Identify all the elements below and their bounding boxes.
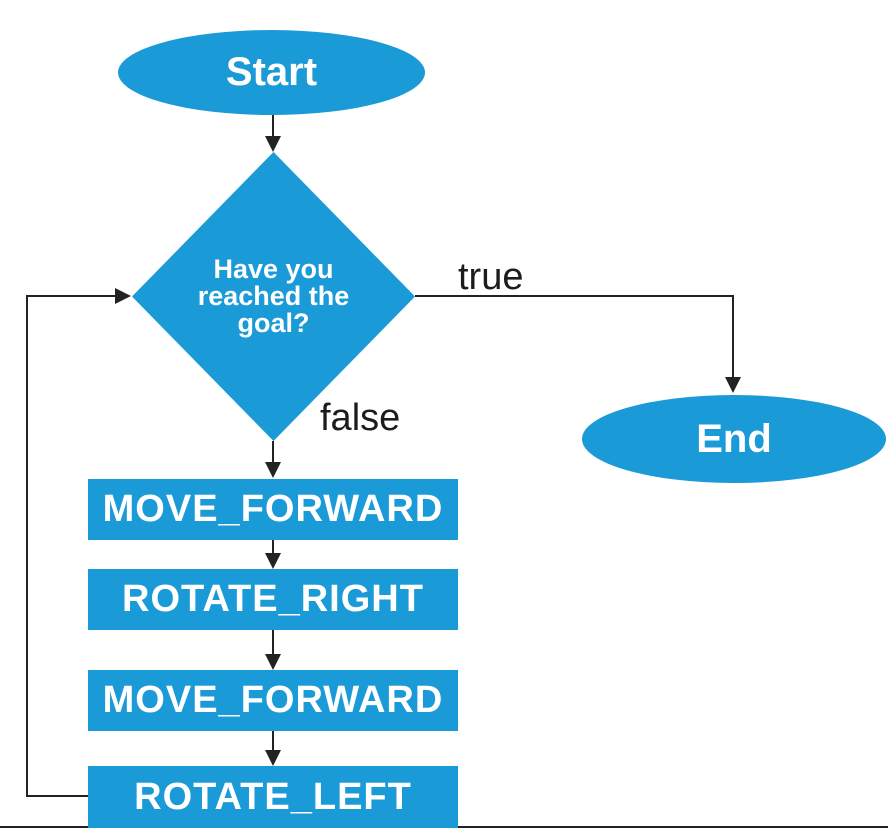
end-terminator-node: End (582, 395, 886, 483)
edge-label-true: true (458, 256, 524, 298)
decision-label: Have you reached the goal? (197, 254, 350, 338)
process-step-label: ROTATE_RIGHT (122, 578, 424, 620)
loop-back-line (26, 295, 119, 797)
process-step-rotate-left: ROTATE_LEFT (88, 766, 458, 828)
process-step-label: MOVE_FORWARD (102, 679, 444, 721)
arrowhead-decision-to-step1 (265, 462, 281, 478)
process-step-label: MOVE_FORWARD (102, 488, 444, 530)
arrow-decision-to-end (415, 295, 734, 382)
start-label: Start (225, 50, 318, 94)
edge-label-false: false (320, 397, 401, 439)
arrowhead-step1-to-step2 (265, 553, 281, 569)
start-terminator-node: Start (118, 30, 425, 115)
process-step-label: ROTATE_LEFT (134, 775, 412, 818)
process-step-move-forward-2: MOVE_FORWARD (88, 670, 458, 731)
arrowhead-decision-to-end (725, 377, 741, 393)
end-label: End (696, 416, 772, 461)
arrowhead-start-to-decision (265, 136, 281, 152)
arrowhead-loop-to-decision (115, 288, 131, 304)
arrowhead-step2-to-step3 (265, 654, 281, 670)
process-step-rotate-right: ROTATE_RIGHT (88, 569, 458, 630)
arrowhead-step3-to-step4 (265, 750, 281, 766)
process-step-move-forward-1: MOVE_FORWARD (88, 479, 458, 540)
